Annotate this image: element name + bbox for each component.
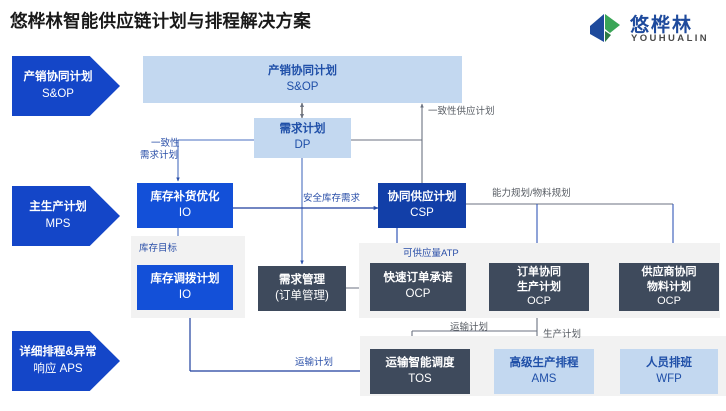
node-wfp-line1: 人员排班 [646, 356, 692, 369]
node-dp-line2: DP [294, 139, 311, 151]
node-ocp2-line2: 生产计划 [517, 280, 561, 293]
edge-label-safety-stock: 安全库存需求 [303, 193, 361, 204]
node-io2-line1: 库存调拨计划 [150, 272, 220, 285]
node-csp-line1: 协同供应计划 [387, 190, 457, 203]
node-ocp1-line2: OCP [405, 288, 431, 300]
edge-label-consistent-demand-line2: 需求计划 [140, 150, 179, 161]
edge-label-transport-plan-top: 运输计划 [450, 322, 489, 333]
edge-label-atp: 可供应量ATP [403, 248, 459, 259]
node-sop-line1: 产销协同计划 [268, 64, 337, 77]
node-io2-line2: IO [178, 288, 192, 301]
node-ocp2-line1: 订单协同 [517, 265, 561, 278]
logo-name-en: YOUHUALIN [631, 33, 710, 44]
stage-sop-line1: 产销协同计划 [23, 71, 93, 84]
node-ocp-order-production[interactable]: 订单协同 生产计划 OCP [489, 263, 589, 311]
node-sop-line2: S&OP [286, 80, 319, 93]
node-io1-line1: 库存补货优化 [150, 190, 220, 203]
node-ocp3-line1: 供应商协同 [641, 265, 697, 278]
node-sop[interactable]: 产销协同计划 S&OP [143, 56, 462, 103]
node-ocp1-line1: 快速订单承诺 [383, 272, 453, 285]
node-io-transfer[interactable]: 库存调拨计划 IO [137, 265, 233, 310]
node-io1-line2: IO [178, 206, 192, 219]
node-demand-management[interactable]: 需求管理 (订单管理) [258, 266, 346, 311]
node-tos[interactable]: 运输智能调度 TOS [370, 349, 470, 394]
node-ocp2-line3: OCP [527, 295, 551, 308]
node-tos-line1: 运输智能调度 [385, 356, 455, 369]
edge-label-capacity-material: 能力规划/物料规划 [492, 188, 571, 199]
edge-label-consistent-demand-line1: 一致性 [151, 138, 180, 149]
edge-label-consistent-supply: 一致性供应计划 [428, 106, 495, 117]
node-ocp3-line2: 物料计划 [647, 280, 691, 293]
node-dp-line1: 需求计划 [279, 123, 326, 136]
node-csp-line2: CSP [410, 206, 434, 219]
node-ocp-supplier-material[interactable]: 供应商协同 物料计划 OCP [619, 263, 719, 311]
node-ocp-order-promise[interactable]: 快速订单承诺 OCP [370, 263, 466, 311]
stage-aps-line2: 响应 APS [33, 363, 83, 375]
node-ams-line1: 高级生产排程 [509, 356, 579, 369]
node-io-replenishment[interactable]: 库存补货优化 IO [137, 183, 233, 228]
node-ams[interactable]: 高级生产排程 AMS [494, 349, 594, 394]
company-logo: 悠桦林 YOUHUALIN [588, 10, 720, 48]
stage-aps-line1: 详细排程&异常 [19, 346, 97, 359]
node-wfp-line2: WFP [656, 372, 682, 385]
page-title: 悠桦林智能供应链计划与排程解决方案 [10, 11, 311, 31]
edge-label-production-plan: 生产计划 [543, 329, 582, 340]
stage-sop-line2: S&OP [42, 88, 74, 100]
node-tos-line2: TOS [408, 372, 432, 385]
node-dp[interactable]: 需求计划 DP [254, 118, 351, 158]
stage-mps-line2: MPS [45, 218, 71, 230]
node-dm-line1: 需求管理 [278, 273, 325, 286]
stage-mps-line1: 主生产计划 [29, 201, 87, 214]
edge-label-inventory-target: 库存目标 [139, 243, 178, 254]
node-wfp[interactable]: 人员排班 WFP [620, 349, 718, 394]
edge-label-transport-plan-left: 运输计划 [295, 357, 334, 368]
node-ocp3-line3: OCP [657, 295, 681, 308]
logo-name-cn: 悠桦林 [630, 15, 694, 36]
logo-mark-icon [590, 14, 620, 42]
node-csp[interactable]: 协同供应计划 CSP [378, 183, 466, 228]
node-dm-line2: (订单管理) [275, 289, 329, 302]
node-ams-line2: AMS [531, 372, 557, 385]
